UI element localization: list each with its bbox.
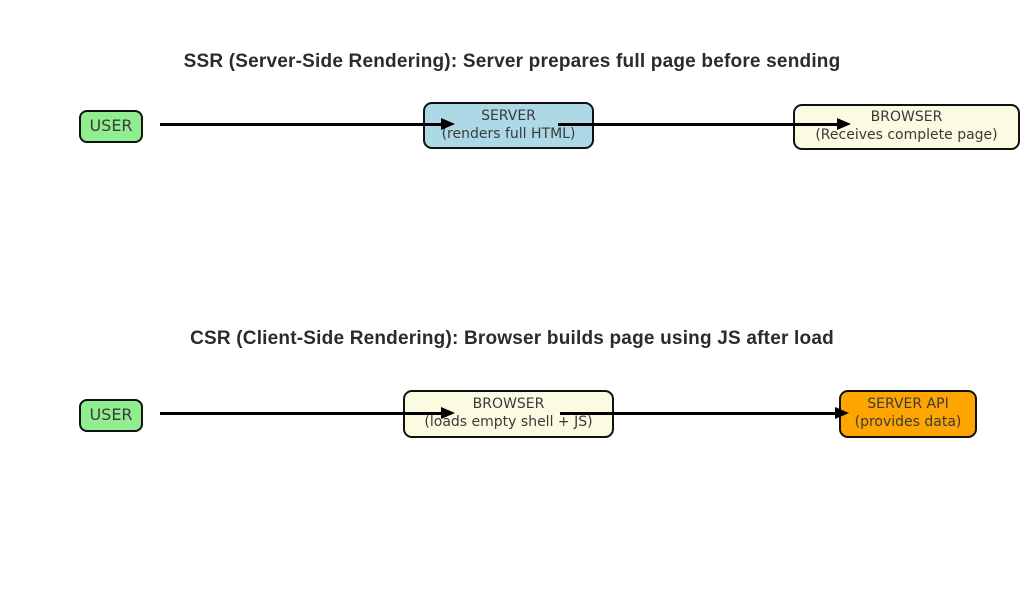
csr-user-label: USER bbox=[89, 405, 133, 425]
csr-title: CSR (Client-Side Rendering): Browser bui… bbox=[190, 328, 834, 349]
ssr-browser-node: BROWSER (Receives complete page) bbox=[793, 104, 1020, 150]
csr-browser-sublabel: (loads empty shell + JS) bbox=[424, 414, 593, 430]
csr-arrow-browser-to-server-api bbox=[560, 407, 849, 419]
ssr-user-label: USER bbox=[89, 116, 133, 136]
csr-arrow-user-to-browser bbox=[160, 407, 455, 419]
ssr-server-sublabel: (renders full HTML) bbox=[441, 125, 576, 142]
csr-server-api-label: SERVER API bbox=[867, 396, 949, 413]
ssr-arrow-server-to-browser bbox=[558, 118, 851, 130]
ssr-browser-label: BROWSER bbox=[870, 109, 943, 126]
csr-user-node: USER bbox=[79, 399, 143, 432]
ssr-title: SSR (Server-Side Rendering): Server prep… bbox=[183, 51, 841, 72]
csr-server-api-node: SERVER API (provides data) bbox=[839, 390, 977, 438]
ssr-server-label: SERVER bbox=[481, 107, 536, 124]
ssr-arrow-user-to-server bbox=[160, 118, 455, 130]
csr-browser-label: BROWSER bbox=[472, 396, 545, 413]
ssr-user-node: USER bbox=[79, 110, 143, 143]
ssr-browser-sublabel: (Receives complete page) bbox=[815, 127, 998, 143]
csr-server-api-sublabel: (provides data) bbox=[854, 414, 962, 430]
